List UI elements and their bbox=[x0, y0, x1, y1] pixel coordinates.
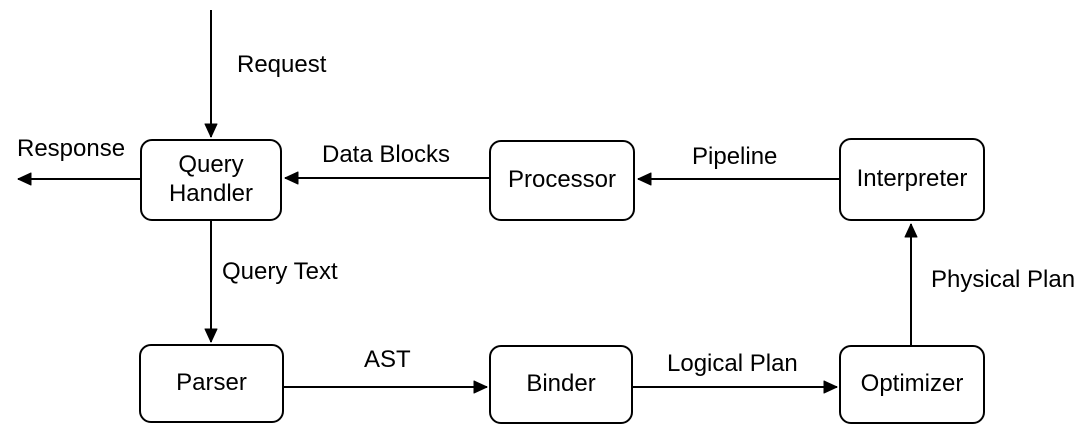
edge-label-data-blocks: Data Blocks bbox=[322, 141, 451, 168]
edge-label-request: Request bbox=[237, 51, 327, 78]
node-interpreter: Interpreter bbox=[839, 138, 985, 221]
edge-label-ast: AST bbox=[364, 346, 411, 373]
node-binder: Binder bbox=[489, 345, 633, 424]
edge-label-pipeline: Pipeline bbox=[692, 143, 778, 170]
edge-label-response: Response bbox=[17, 135, 126, 162]
node-optimizer: Optimizer bbox=[839, 345, 985, 424]
edge-label-logical-plan: Logical Plan bbox=[667, 350, 798, 377]
node-query-handler: Query Handler bbox=[140, 139, 282, 221]
edge-label-physical-plan: Physical Plan bbox=[931, 266, 1076, 293]
node-parser: Parser bbox=[139, 344, 284, 423]
edge-label-query-text: Query Text bbox=[222, 258, 338, 285]
node-processor: Processor bbox=[489, 140, 635, 221]
